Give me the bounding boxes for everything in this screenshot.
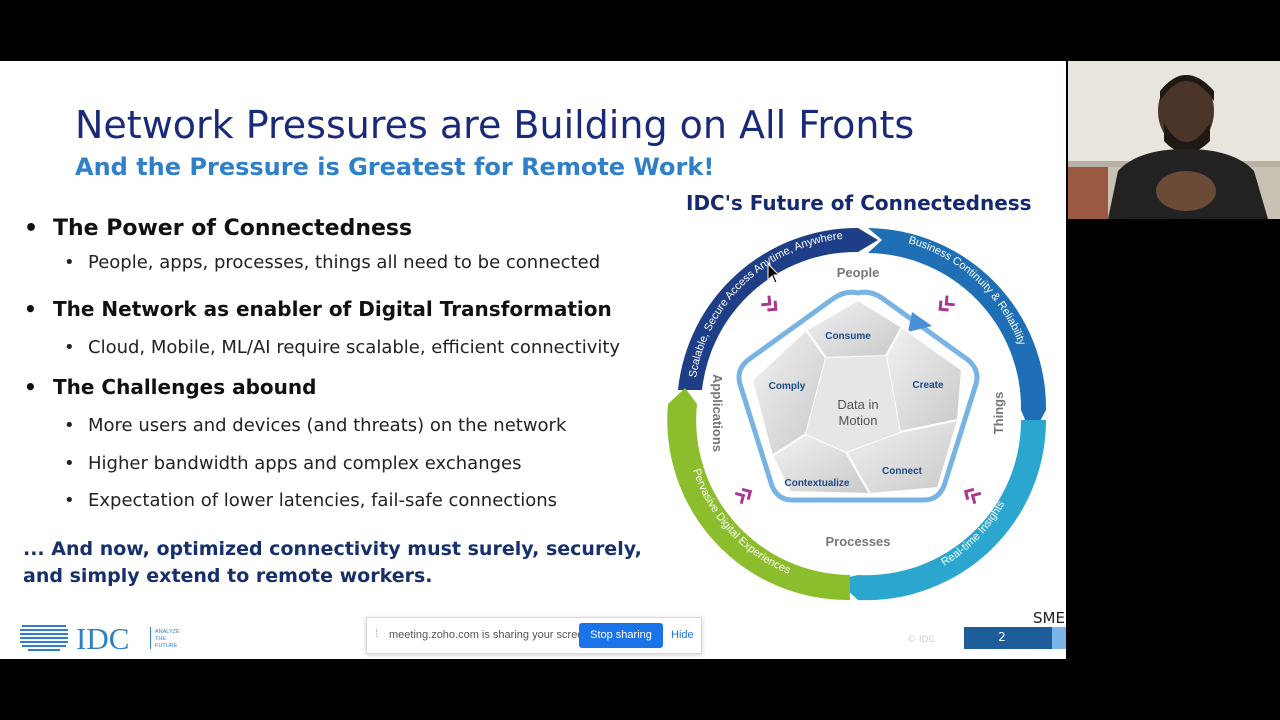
segment-label-consume: Consume	[825, 331, 871, 342]
ring-segment-cyan	[836, 420, 1047, 601]
center-label-line-1: Data in	[837, 397, 878, 412]
idc-globe-icon: IDC ANALYZE THE FUTURE	[20, 621, 180, 656]
ring-segment-navy	[678, 227, 878, 390]
mouse-cursor-icon	[767, 262, 781, 284]
conclusion-line-1: ... And now, optimized connectivity must…	[23, 538, 642, 560]
sub-bullet: • Expectation of lower latencies, fail-sa…	[64, 490, 557, 511]
segment-label-comply: Comply	[769, 381, 806, 392]
bullet-challenges: • The Challenges abound	[24, 375, 316, 399]
bullet-dot: •	[64, 453, 75, 474]
conclusion-line-2: and simply extend to remote workers.	[23, 565, 433, 587]
chevron-marker-icon	[963, 487, 982, 505]
bullet-network-enabler: • The Network as enabler of Digital Trans…	[24, 297, 612, 321]
participant-silhouette	[1108, 75, 1268, 219]
bullet-dot: •	[64, 415, 75, 436]
bullet-dot: •	[64, 337, 75, 358]
segment-label-connect: Connect	[882, 466, 923, 477]
bullet-dot: •	[24, 375, 37, 399]
quadrant-label-things: Things	[991, 392, 1006, 435]
chevron-marker-icon	[761, 295, 778, 312]
page-number: 2	[998, 630, 1006, 644]
idc-logo-tagline: THE	[155, 636, 166, 642]
idc-logo-tagline: FUTURE	[155, 643, 178, 649]
slide: Network Pressures are Building on All Fr…	[0, 61, 1066, 659]
connectedness-diagram: Scalable, Secure Access Anytime, Anywher…	[667, 227, 1047, 601]
sub-bullet: • Higher bandwidth apps and complex excha…	[64, 453, 521, 474]
ring-segment-green	[667, 388, 850, 601]
conclusion-text: ... And now, optimized connectivity must…	[23, 536, 642, 590]
bullet-power-of-connectedness: • The Power of Connectedness	[24, 216, 412, 241]
copyright-text: © IDC	[907, 635, 935, 645]
page-bar-accent	[1052, 627, 1066, 649]
center-label-line-2: Motion	[838, 413, 877, 428]
segment-label-create: Create	[912, 380, 944, 391]
stop-sharing-button[interactable]: Stop sharing	[579, 623, 663, 648]
cycle-arrow-icon	[908, 312, 932, 332]
sub-bullet-text: Expectation of lower latencies, fail-saf…	[88, 490, 558, 511]
idc-logo-tagline: ANALYZE	[155, 629, 180, 635]
bullet-text: The Power of Connectedness	[53, 216, 413, 241]
screen-share-bar: ⁞ meeting.zoho.com is sharing your scree…	[366, 617, 702, 654]
quadrant-label-people: People	[837, 265, 880, 280]
sub-bullet-text: More users and devices (and threats) on …	[88, 415, 567, 436]
sub-bullet: • More users and devices (and threats) on…	[64, 415, 566, 436]
idc-logo: IDC ANALYZE THE FUTURE	[20, 621, 200, 656]
hide-link[interactable]: Hide	[671, 629, 694, 641]
share-status-text: meeting.zoho.com is sharing your screen.	[389, 629, 593, 641]
sub-bullet-text: Higher bandwidth apps and complex exchan…	[88, 453, 522, 474]
bullet-dot: •	[64, 490, 75, 511]
chevron-marker-icon	[938, 295, 955, 312]
quadrant-label-applications: Applications	[710, 374, 725, 452]
participant-video	[1068, 61, 1280, 219]
chevron-marker-icon	[734, 487, 753, 505]
drag-handle-icon[interactable]: ⁞	[375, 628, 379, 640]
sub-bullet-text: Cloud, Mobile, ML/AI require scalable, e…	[88, 337, 621, 358]
corner-label: SME	[1033, 609, 1065, 627]
bullet-dot: •	[64, 252, 75, 273]
ring-segment-blue	[868, 228, 1047, 436]
slide-subtitle: And the Pressure is Greatest for Remote …	[75, 153, 715, 181]
sub-bullet: • People, apps, processes, things all nee…	[64, 252, 600, 273]
idc-logo-wordmark: IDC	[76, 621, 129, 653]
center-shape	[806, 356, 900, 452]
diagram-title: IDC's Future of Connectedness	[686, 191, 1032, 215]
bullet-dot: •	[24, 297, 37, 321]
sub-bullet-text: People, apps, processes, things all need…	[88, 252, 601, 273]
quadrant-label-processes: Processes	[825, 534, 890, 549]
bullet-dot: •	[24, 216, 39, 241]
slide-title: Network Pressures are Building on All Fr…	[75, 103, 915, 147]
bullet-text: The Network as enabler of Digital Transf…	[53, 297, 612, 321]
segment-shape	[750, 328, 828, 458]
segment-label-contextualize: Contextualize	[784, 478, 849, 489]
sub-bullet: • Cloud, Mobile, ML/AI require scalable, …	[64, 337, 620, 358]
page-number-bar: 2	[964, 627, 1066, 649]
bullet-text: The Challenges abound	[53, 375, 317, 399]
